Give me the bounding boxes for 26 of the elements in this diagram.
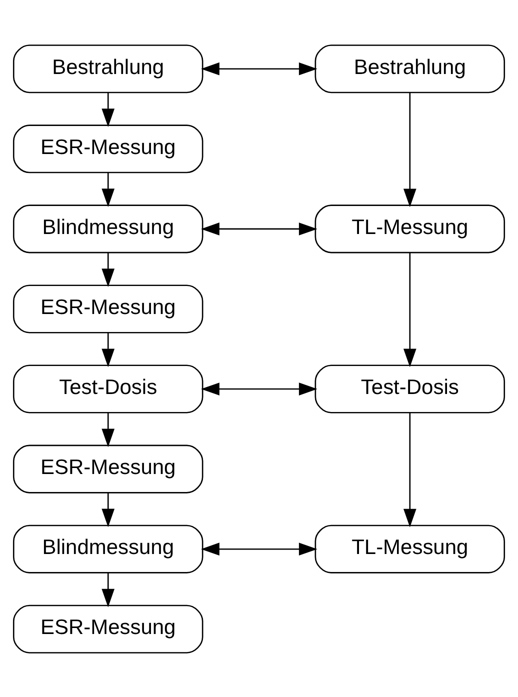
arrow	[102, 492, 115, 527]
arrow	[201, 542, 318, 556]
arrow	[102, 412, 115, 447]
arrow	[102, 172, 115, 206]
node-box: TL-Messung	[314, 524, 506, 573]
arrow	[201, 382, 318, 395]
arrow	[403, 412, 416, 527]
node-box: ESR-Messung	[12, 124, 204, 173]
node-box: Bestrahlung	[314, 44, 506, 93]
arrow	[102, 572, 115, 607]
arrow	[102, 92, 115, 126]
node-box: ESR-Messung	[12, 604, 204, 653]
arrow	[102, 332, 115, 367]
arrow	[102, 252, 115, 287]
node-box: Test-Dosis	[314, 364, 506, 413]
node-box: Bestrahlung	[12, 44, 204, 93]
node-box: Blindmessung	[12, 204, 204, 253]
node-box: ESR-Messung	[12, 444, 204, 493]
node-box: ESR-Messung	[12, 284, 204, 333]
arrow	[403, 252, 416, 367]
node-box: TL-Messung	[314, 204, 506, 253]
arrow	[403, 92, 416, 207]
node-box: Blindmessung	[12, 524, 204, 573]
arrow	[201, 222, 318, 235]
node-box: Test-Dosis	[12, 364, 204, 413]
arrow	[201, 62, 318, 75]
